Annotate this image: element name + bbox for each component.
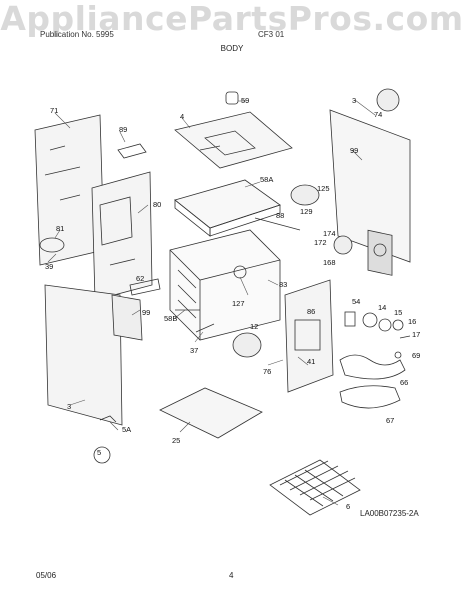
page-number: 4	[229, 571, 234, 580]
terminal-69	[394, 351, 402, 359]
part-74-label: 74	[374, 110, 383, 119]
part-81-label: 81	[56, 224, 65, 233]
screw-17	[399, 335, 411, 339]
part-88-label: 88	[276, 211, 285, 220]
part-127-label: 127	[232, 299, 245, 308]
cap-59	[225, 91, 239, 105]
leveler-5a	[99, 415, 117, 423]
part-3-label-top: 3	[352, 96, 357, 105]
capacitor-12	[232, 332, 262, 358]
bracket-89	[117, 143, 147, 159]
bulb-15	[378, 318, 392, 332]
part-58a-label: 58A	[260, 175, 274, 184]
part-62-label: 62	[136, 274, 145, 283]
broil-element-67	[339, 385, 401, 409]
part-86-label: 86	[307, 307, 316, 316]
part-14-label: 14	[378, 303, 387, 312]
light-168	[373, 243, 387, 257]
model-number: CF3 01	[258, 30, 285, 39]
knob-174	[333, 235, 353, 255]
thermostat-127	[233, 265, 247, 279]
part-71-label: 71	[50, 106, 59, 115]
part-16-label: 16	[408, 317, 417, 326]
door-panel-76	[284, 279, 334, 393]
part-5-label: 5	[97, 448, 102, 457]
diagram-reference: LA00B07235-2A	[360, 509, 419, 518]
screw-37	[195, 323, 215, 333]
leg-5	[93, 446, 111, 464]
section-title: BODY	[220, 44, 244, 53]
part-3-label-bottom: 3	[67, 402, 72, 411]
part-58b-label: 58B	[164, 314, 178, 323]
part-4-label: 4	[180, 112, 185, 121]
bake-element-66	[339, 354, 406, 380]
ring-16	[392, 319, 404, 331]
part-129-label: 129	[300, 207, 313, 216]
bottom-panel-25	[159, 387, 263, 439]
part-125-label: 125	[317, 184, 330, 193]
oven-rack-6	[269, 459, 361, 516]
part-25-label: 25	[172, 436, 181, 445]
part-39-label: 39	[45, 262, 54, 271]
part-15-label: 15	[394, 308, 403, 317]
part-76-label: 76	[263, 367, 272, 376]
part-99-label-top: 99	[350, 146, 359, 155]
insulation-99	[111, 294, 143, 341]
part-6-label: 6	[346, 502, 351, 511]
motor-125	[290, 184, 320, 206]
part-12-label: 12	[250, 322, 259, 331]
part-54-label: 54	[352, 297, 361, 306]
cord-81	[39, 237, 65, 253]
part-5a-label: 5A	[122, 425, 132, 434]
part-37-label: 37	[190, 346, 199, 355]
footer-date: 05/06	[36, 571, 57, 580]
part-69-label: 69	[412, 351, 421, 360]
part-168-label: 168	[323, 258, 336, 267]
part-89-label: 89	[119, 125, 128, 134]
clip-62	[129, 278, 161, 296]
part-174-label: 174	[323, 229, 336, 238]
part-99-label-mid: 99	[142, 308, 151, 317]
part-83-label: 83	[279, 280, 288, 289]
part-67-label: 67	[386, 416, 395, 425]
part-172-label: 172	[314, 238, 327, 247]
rod-88	[254, 217, 301, 231]
part-41-label: 41	[307, 357, 316, 366]
motor-74	[376, 88, 400, 112]
part-80-label: 80	[153, 200, 162, 209]
top-panel-4	[174, 111, 293, 169]
part-17-label: 17	[412, 330, 421, 339]
publication-number: Publication No. 5995	[40, 30, 114, 39]
socket-54	[344, 311, 356, 327]
oven-cavity	[169, 229, 281, 341]
back-panel	[329, 109, 411, 263]
part-66-label: 66	[400, 378, 409, 387]
side-panel-80	[91, 171, 153, 301]
side-panel-3	[44, 284, 123, 426]
lens-14	[362, 312, 378, 328]
watermark: AppliancePartsPros.com	[0, 0, 464, 38]
part-59-label: 59	[241, 96, 250, 105]
